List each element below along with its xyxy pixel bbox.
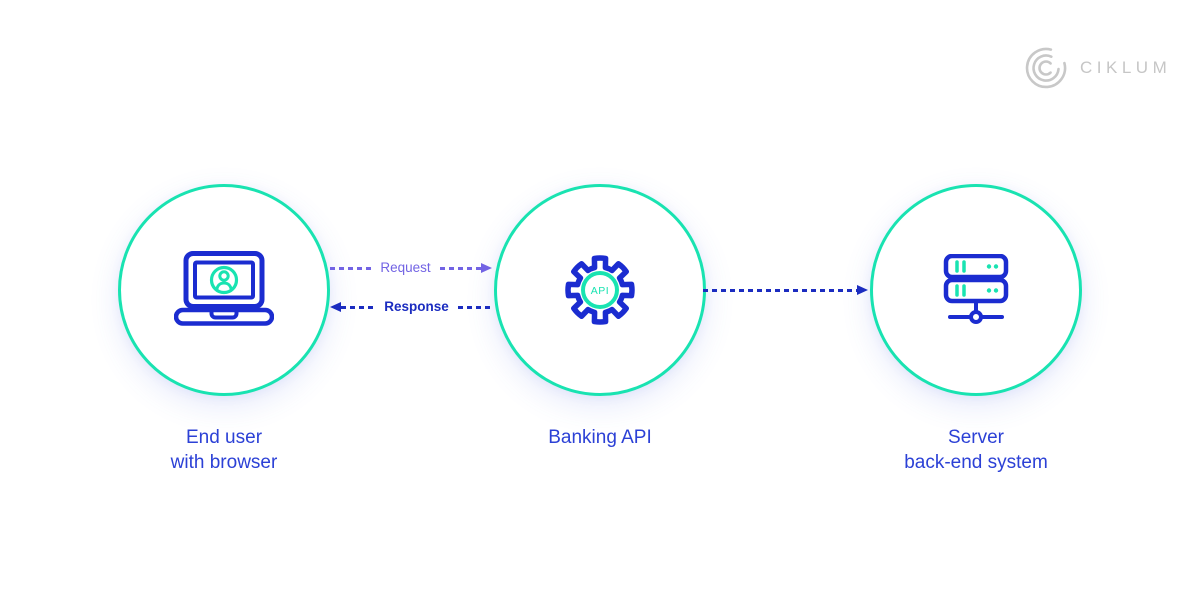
label-server: Server back-end system <box>836 425 1116 475</box>
label-end-user-line1: End user <box>185 427 263 448</box>
request-arrowhead-right-icon <box>481 263 493 273</box>
api-icon-label: API <box>591 285 609 297</box>
label-server-line1: Server <box>948 427 1004 448</box>
connector-response: Response <box>330 299 492 315</box>
server-icon <box>942 254 1010 326</box>
label-banking-api: Banking API <box>460 425 740 450</box>
connector-request: Request <box>330 260 493 276</box>
brand-name: CIKLUM <box>1080 58 1172 77</box>
node-end-user <box>118 184 330 396</box>
label-banking-api-line1: Banking API <box>548 427 652 448</box>
request-dashed-line <box>439 266 482 270</box>
label-end-user-line2: with browser <box>170 452 278 473</box>
node-banking-api: API <box>494 184 706 396</box>
response-arrowhead-left-icon <box>330 302 341 312</box>
ciklum-logo-icon <box>1024 46 1068 90</box>
api-to-server-arrowhead-right-icon <box>857 285 868 295</box>
request-dashed-line <box>330 266 372 270</box>
response-dashed-line <box>341 305 376 309</box>
node-server <box>870 184 1082 396</box>
api-to-server-dashed-line <box>703 288 857 292</box>
request-label: Request <box>380 260 431 276</box>
laptop-user-icon <box>174 251 274 329</box>
brand-logo: CIKLUM <box>1024 46 1171 90</box>
label-server-line2: back-end system <box>904 452 1048 473</box>
connector-api-to-server <box>703 284 868 296</box>
response-label: Response <box>384 299 449 315</box>
response-dashed-line <box>457 305 492 309</box>
label-end-user: End user with browser <box>84 425 364 475</box>
api-gear-icon: API <box>560 250 640 330</box>
